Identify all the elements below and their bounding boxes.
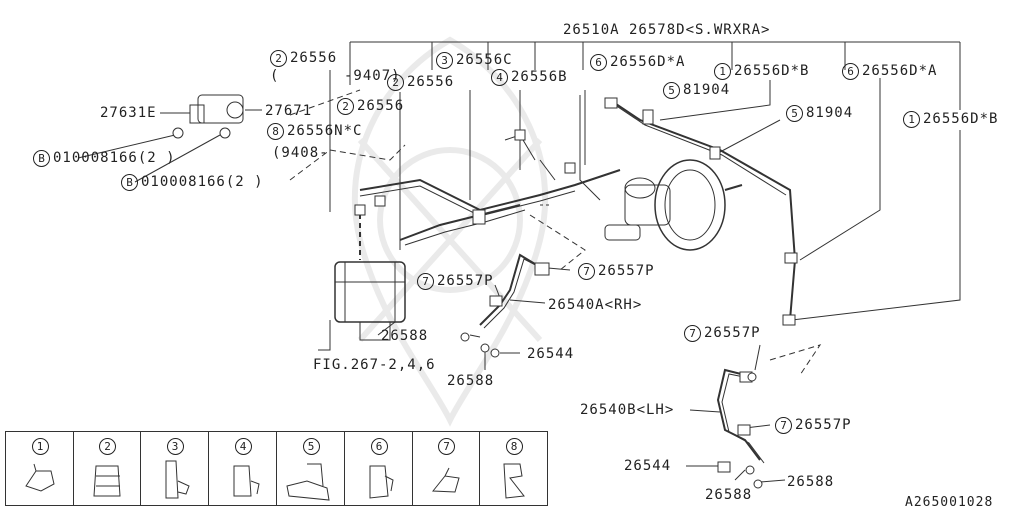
- legend-cell-4: 4: [209, 432, 277, 505]
- legend-number: 8: [505, 438, 523, 455]
- legend-cell-3: 3: [141, 432, 209, 505]
- callout-6: 6: [842, 63, 859, 80]
- label-date-9407: -9407): [344, 68, 401, 84]
- label-26540B-LH: 26540B<LH>: [580, 402, 675, 418]
- legend-number: 6: [370, 438, 388, 455]
- label-26544-b: 26544: [624, 458, 672, 474]
- callout-7: 7: [578, 263, 595, 280]
- label-26544-a: 26544: [527, 346, 575, 362]
- part-number: 26556D*B: [734, 63, 810, 79]
- label-27631E: 27631E: [100, 105, 157, 121]
- label-header-26510A: 26510A 26578D<S.WRXRA>: [563, 22, 771, 38]
- callout-1: 1: [903, 111, 920, 128]
- clip-type-5-icon: [286, 463, 330, 501]
- callout-3: 3: [436, 52, 453, 69]
- clip-type-7-icon: [431, 467, 460, 493]
- callout-7: 7: [684, 325, 701, 342]
- part-number: 81904: [683, 82, 731, 98]
- part-number: 26556C: [456, 52, 513, 68]
- highlighted-part-number[interactable]: 26557P: [598, 263, 655, 279]
- part-number: 81904: [806, 105, 854, 121]
- callout-7: 7: [417, 273, 434, 290]
- part-number: 26556D*A: [862, 63, 938, 79]
- clip-legend-table: 1 2 3 4 5 6 7 8: [5, 431, 548, 506]
- clip-type-4-icon: [233, 465, 260, 497]
- label-26588-c: 26588: [787, 474, 835, 490]
- legend-number: 4: [234, 438, 252, 455]
- part-number: 010008166(2 ): [53, 150, 176, 166]
- part-number: 26556: [290, 50, 338, 66]
- legend-cell-7: 7: [413, 432, 480, 505]
- part-number: 26556N*C: [287, 123, 363, 139]
- part-number: 26557P: [795, 417, 852, 433]
- legend-number: 1: [31, 438, 49, 455]
- part-number: 010008166(2 ): [141, 174, 264, 190]
- callout-7: 7: [775, 417, 792, 434]
- label-paren-open: (: [270, 68, 280, 84]
- part-number: 26556: [407, 74, 455, 90]
- callout-2: 2: [387, 74, 404, 91]
- legend-number: 7: [438, 438, 455, 455]
- label-fig-267: FIG.267-2,4,6: [313, 357, 436, 373]
- callout-5: 5: [786, 105, 803, 122]
- label-26588-b: 26588: [447, 373, 495, 389]
- clip-type-2-icon: [93, 465, 121, 497]
- label-26588-a: 26588: [381, 328, 429, 344]
- clip-type-6-icon: [369, 465, 394, 499]
- legend-cell-6: 6: [345, 432, 413, 505]
- clip-type-3-icon: [165, 460, 190, 499]
- label-27671: 27671: [265, 103, 313, 119]
- clip-type-8-icon: [503, 463, 525, 499]
- callout-2: 2: [337, 98, 354, 115]
- label-26588-d: 26588: [705, 487, 753, 503]
- callout-6: 6: [590, 54, 607, 71]
- clip-type-1-icon: [25, 463, 55, 492]
- callout-5: 5: [663, 82, 680, 99]
- callout-8: 8: [267, 123, 284, 140]
- label-date-9408: (9408-: [272, 145, 329, 161]
- legend-number: 2: [99, 438, 116, 455]
- part-number: 26557P: [704, 325, 761, 341]
- legend-cell-1: 1: [6, 432, 74, 505]
- part-number: 26556B: [511, 69, 568, 85]
- legend-cell-5: 5: [277, 432, 345, 505]
- legend-cell-8: 8: [480, 432, 547, 505]
- label-26540A-RH: 26540A<RH>: [548, 297, 643, 313]
- callout-B: B: [33, 150, 50, 167]
- part-number: 26556: [357, 98, 405, 114]
- legend-number: 3: [166, 438, 184, 455]
- part-number: 26556D*A: [610, 54, 686, 70]
- part-number: 26557P: [437, 273, 494, 289]
- part-number: 26556D*B: [923, 111, 999, 127]
- callout-4: 4: [491, 69, 508, 86]
- callout-1: 1: [714, 63, 731, 80]
- diagram-id: A265001028: [905, 495, 994, 510]
- callout-2: 2: [270, 50, 287, 67]
- legend-number: 5: [302, 438, 320, 455]
- legend-cell-2: 2: [74, 432, 141, 505]
- callout-B: B: [121, 174, 138, 191]
